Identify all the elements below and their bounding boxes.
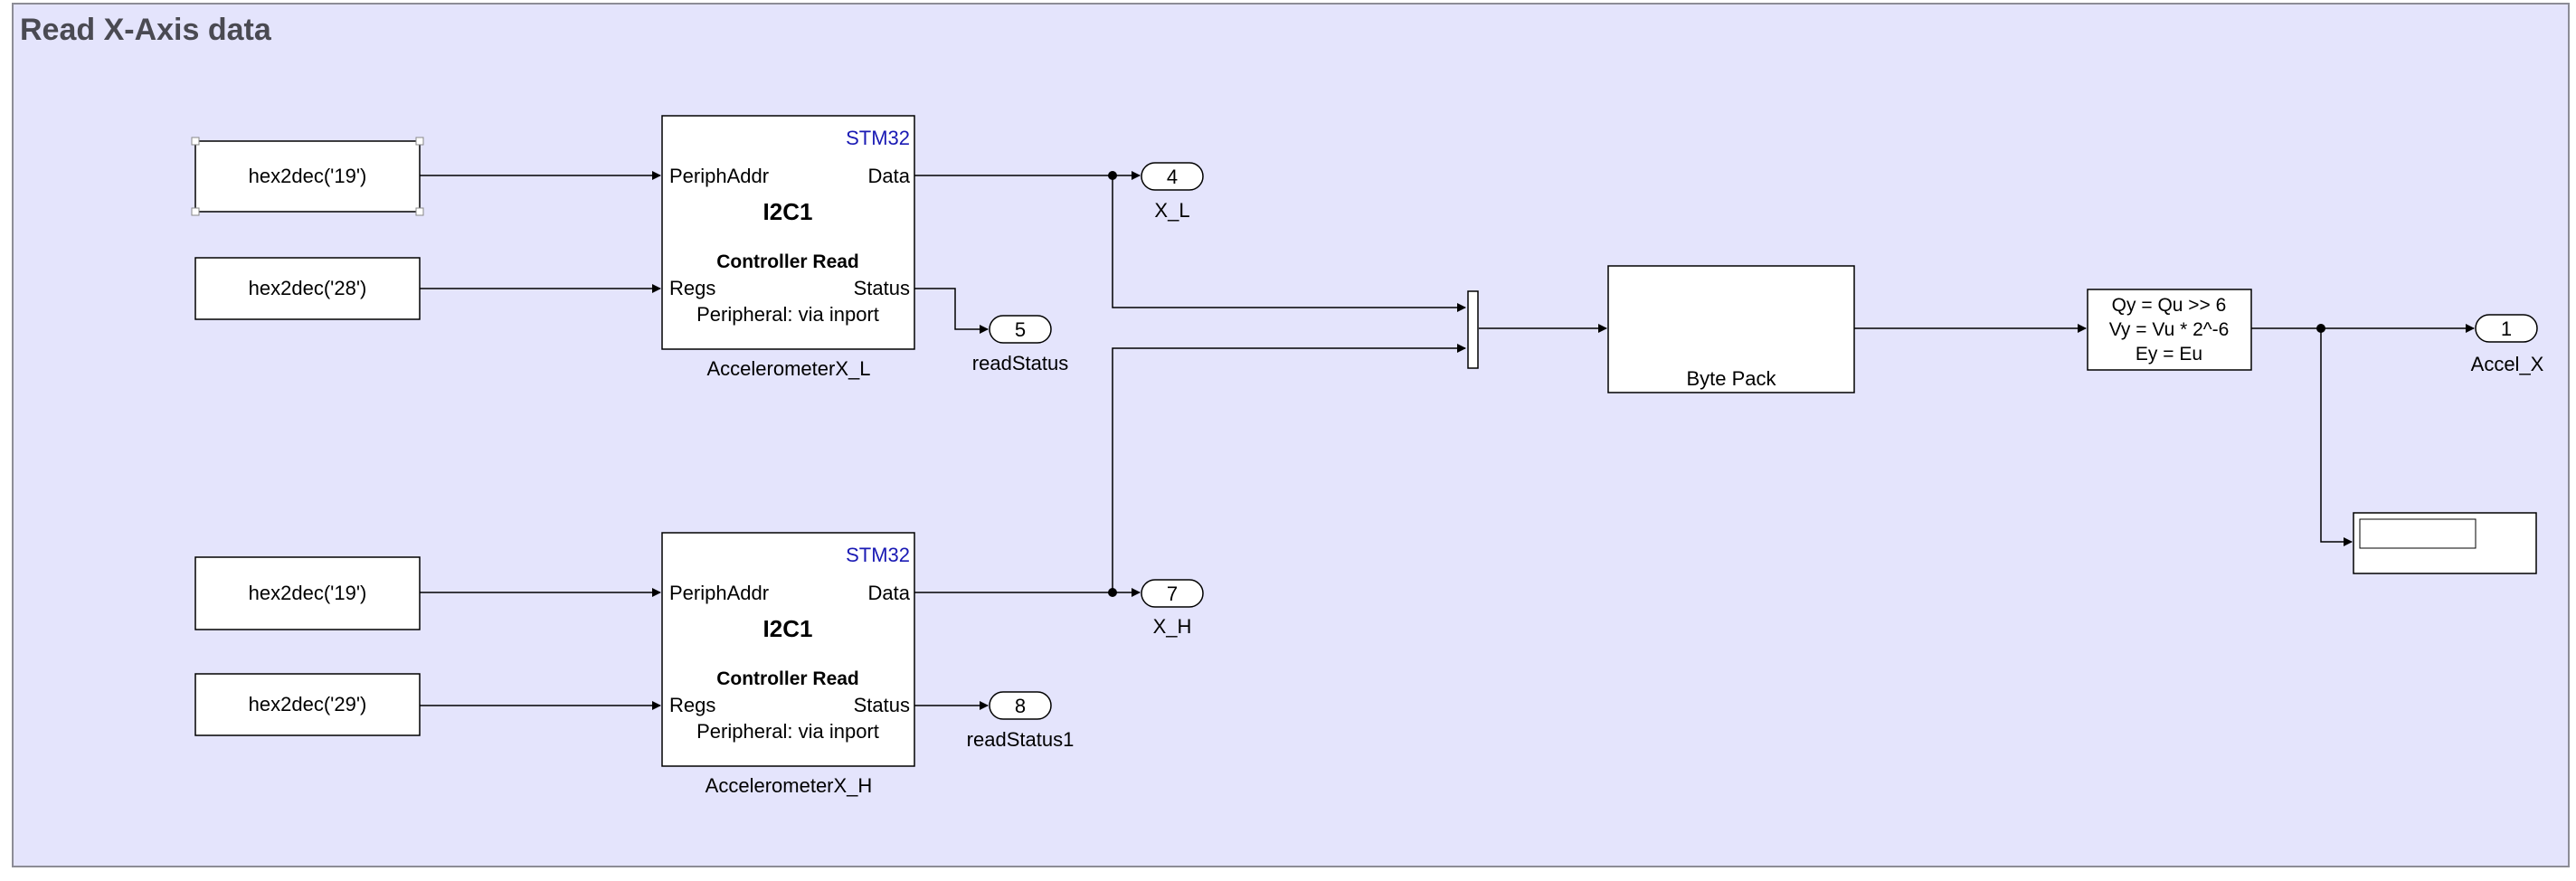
branch-point-bottom bbox=[1108, 588, 1117, 597]
outport-label: readStatus1 bbox=[967, 728, 1075, 751]
outport-number: 7 bbox=[1167, 583, 1178, 605]
mux-block[interactable] bbox=[1467, 290, 1479, 369]
block-title: I2C1 bbox=[763, 615, 813, 642]
port-periphaddr: PeriphAddr bbox=[669, 582, 769, 604]
outport-number: 1 bbox=[2501, 317, 2512, 340]
branch-point-top bbox=[1108, 171, 1117, 180]
port-regs: Regs bbox=[669, 694, 715, 716]
outport-x-l[interactable]: 4 X_L bbox=[1141, 162, 1204, 222]
convert-line-1: Qy = Qu >> 6 bbox=[2112, 295, 2227, 316]
data-type-conversion-block[interactable]: Qy = Qu >> 6 Vy = Vu * 2^-6 Ey = Eu bbox=[2087, 289, 2252, 371]
display-value-field bbox=[2359, 518, 2477, 549]
display-block[interactable] bbox=[2353, 512, 2537, 574]
outport-number: 5 bbox=[1015, 318, 1026, 341]
block-name: AccelerometerX_L bbox=[707, 357, 871, 380]
outport-label: X_H bbox=[1153, 615, 1192, 638]
constant-block-4[interactable]: hex2dec('29') bbox=[194, 673, 421, 736]
block-mode: Controller Read bbox=[716, 251, 859, 272]
outport-number: 8 bbox=[1015, 695, 1026, 717]
outport-label: Accel_X bbox=[2471, 353, 2544, 375]
constant-block-2[interactable]: hex2dec('28') bbox=[194, 257, 421, 320]
brand-label: STM32 bbox=[846, 127, 910, 149]
outport-label: X_L bbox=[1154, 199, 1189, 222]
outport-x-h[interactable]: 7 X_H bbox=[1141, 579, 1204, 638]
brand-label: STM32 bbox=[846, 544, 910, 566]
outport-read-status1[interactable]: 8 readStatus1 bbox=[967, 691, 1075, 751]
signal-lines bbox=[420, 171, 2475, 710]
port-status: Status bbox=[854, 694, 910, 716]
peripheral-label: Peripheral: via inport bbox=[696, 303, 879, 326]
convert-line-3: Ey = Eu bbox=[2136, 344, 2202, 365]
area-title: Read X-Axis data bbox=[20, 13, 272, 47]
port-regs: Regs bbox=[669, 277, 715, 299]
port-data: Data bbox=[868, 582, 911, 604]
constant-block-3[interactable]: hex2dec('19') bbox=[194, 556, 421, 630]
line-top-data-branch[interactable] bbox=[1112, 175, 1466, 312]
i2c-block-accelerometer-x-l[interactable]: STM32 PeriphAddr Data I2C1 Controller Re… bbox=[661, 115, 915, 380]
i2c-block-accelerometer-x-h[interactable]: STM32 PeriphAddr Data I2C1 Controller Re… bbox=[661, 532, 915, 797]
line-top-status[interactable] bbox=[914, 288, 989, 334]
branch-point-output bbox=[2316, 324, 2325, 333]
block-mode: Controller Read bbox=[716, 668, 859, 689]
line-convert-display[interactable] bbox=[2320, 328, 2353, 546]
line-bottom-data-branch[interactable] bbox=[1112, 344, 1466, 592]
block-name: AccelerometerX_H bbox=[706, 774, 873, 797]
constant-value: hex2dec('29') bbox=[249, 693, 367, 715]
convert-line-2: Vy = Vu * 2^-6 bbox=[2109, 319, 2230, 340]
constant-value: hex2dec('28') bbox=[249, 277, 367, 299]
byte-pack-label: Byte Pack bbox=[1686, 367, 1776, 390]
outport-read-status[interactable]: 5 readStatus bbox=[972, 315, 1068, 374]
constant-value: hex2dec('19') bbox=[249, 582, 367, 604]
outport-number: 4 bbox=[1167, 166, 1178, 188]
port-data: Data bbox=[868, 165, 911, 187]
byte-pack-block[interactable]: Byte Pack bbox=[1607, 265, 1855, 393]
port-status: Status bbox=[854, 277, 910, 299]
outport-label: readStatus bbox=[972, 352, 1068, 374]
constant-value: hex2dec('19') bbox=[249, 165, 367, 187]
constant-block-1[interactable]: hex2dec('19') bbox=[194, 140, 421, 213]
peripheral-label: Peripheral: via inport bbox=[696, 720, 879, 743]
area-annotation bbox=[12, 3, 2570, 867]
outport-accel-x[interactable]: 1 Accel_X bbox=[2471, 314, 2544, 375]
block-title: I2C1 bbox=[763, 198, 813, 225]
selection-handles[interactable] bbox=[191, 137, 424, 216]
port-periphaddr: PeriphAddr bbox=[669, 165, 769, 187]
